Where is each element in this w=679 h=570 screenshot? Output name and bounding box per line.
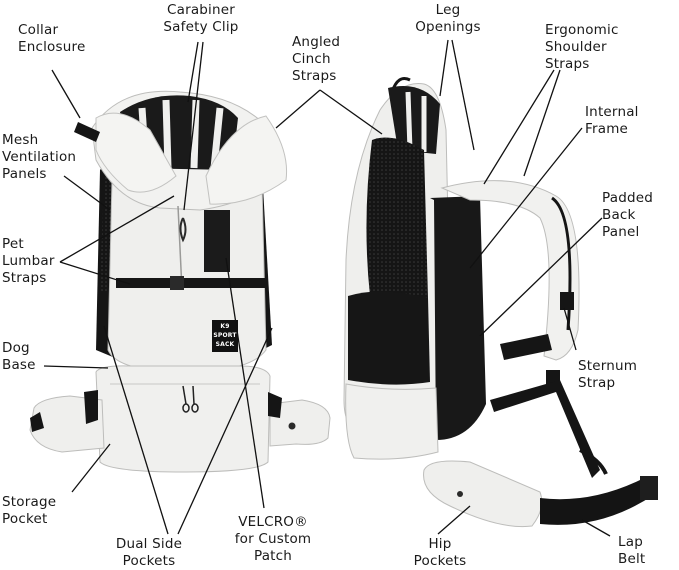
leader-dog-base (43, 365, 109, 369)
side-mesh-panel (366, 137, 428, 298)
label-dog-base: Dog Base (2, 340, 36, 373)
label-sternum-strap: Sternum Strap (578, 358, 638, 391)
label-ergonomic-shoulder-straps: Ergonomic Shoulder Straps (545, 22, 619, 72)
label-storage-pocket: Storage Pocket (2, 494, 57, 527)
label-velcro-custom-patch: VELCRO® for Custom Patch (234, 514, 312, 564)
leader-lumbar-1 (59, 195, 175, 263)
label-hip-pockets: Hip Pockets (413, 536, 467, 569)
leader-hip-pockets (437, 505, 471, 535)
leader-dual-side-1 (103, 325, 169, 535)
leader-collar-enclosure (51, 69, 81, 119)
label-carabiner-safety-clip: Carabiner Safety Clip (163, 2, 239, 35)
k9-patch (212, 320, 238, 352)
leader-mesh-ventilation (63, 175, 111, 211)
label-pet-lumbar-straps: Pet Lumbar Straps (2, 236, 55, 286)
label-internal-frame: Internal Frame (585, 104, 639, 137)
leader-lumbar-2 (59, 261, 131, 285)
label-padded-back-panel: Padded Back Panel (602, 190, 654, 240)
leader-sternum-strap (563, 307, 577, 351)
label-dual-side-pockets: Dual Side Pockets (115, 536, 183, 569)
leader-leg-openings-1 (439, 39, 449, 97)
leader-leg-openings-2 (451, 39, 475, 151)
leader-carabiner-2 (183, 41, 204, 211)
leader-carabiner-1 (187, 41, 199, 103)
leader-padded-back-panel (479, 217, 603, 337)
side-view-backpack (343, 77, 658, 528)
leader-lines (43, 39, 611, 537)
label-mesh-ventilation-panels: Mesh Ventilation Panels (2, 132, 77, 182)
label-leg-openings: Leg Openings (415, 2, 481, 35)
leader-storage-pocket (71, 443, 111, 493)
leader-lap-belt (581, 519, 611, 537)
label-lap-belt: Lap Belt (618, 534, 646, 567)
leader-shoulder-straps-2 (523, 69, 561, 177)
leader-dual-side-2 (177, 327, 273, 535)
leader-velcro (225, 257, 265, 509)
leader-angled-cinch-2 (319, 89, 383, 135)
label-angled-cinch-straps: Angled Cinch Straps (292, 34, 341, 84)
leader-shoulder-straps-1 (483, 69, 555, 185)
label-collar-enclosure: Collar Enclosure (18, 22, 86, 55)
leader-internal-frame (469, 127, 583, 269)
patch-logo-text: K9 SPORT SACK (213, 323, 237, 348)
leader-angled-cinch-1 (275, 89, 321, 129)
